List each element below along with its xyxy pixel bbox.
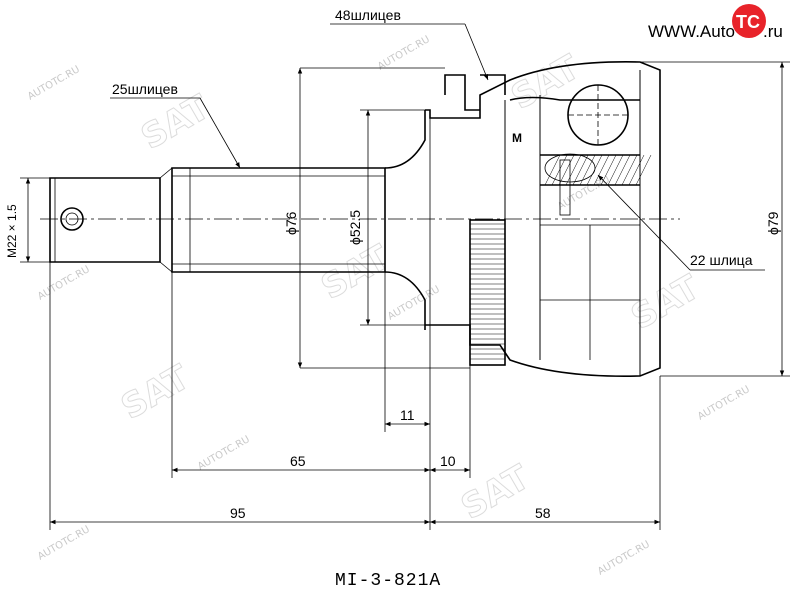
label-22-splines: 22 шлица bbox=[597, 174, 765, 271]
dim-len-11: 11 bbox=[384, 272, 431, 432]
svg-text:95: 95 bbox=[230, 505, 246, 521]
watermark-layer: SAT SAT SAT SAT SAT SAT AUTOTC.RU AUTOTC… bbox=[26, 34, 752, 578]
svg-text:ϕ52.5: ϕ52.5 bbox=[347, 210, 363, 245]
abs-ring bbox=[469, 219, 506, 366]
dim-dia-76: ϕ76 bbox=[283, 67, 470, 369]
marking-m: M bbox=[512, 131, 522, 145]
svg-text:25шлицев: 25шлицев bbox=[112, 81, 178, 97]
watermark-logo: SAT SAT SAT SAT SAT SAT bbox=[114, 47, 707, 529]
dim-len-95: 95 bbox=[49, 262, 430, 530]
svg-text:48шлицев: 48шлицев bbox=[335, 7, 401, 23]
svg-text:SAT: SAT bbox=[455, 457, 537, 528]
svg-text:58: 58 bbox=[535, 505, 551, 521]
svg-text:AUTOTC.RU: AUTOTC.RU bbox=[386, 284, 442, 323]
svg-text:AUTOTC.RU: AUTOTC.RU bbox=[696, 384, 752, 423]
brand-badge-circle bbox=[732, 4, 766, 38]
svg-text:SAT: SAT bbox=[625, 267, 707, 338]
svg-text:11: 11 bbox=[400, 407, 415, 423]
svg-text:ϕ79: ϕ79 bbox=[765, 211, 781, 235]
svg-text:AUTOTC.RU: AUTOTC.RU bbox=[376, 34, 432, 73]
cotter-pin-hole bbox=[60, 207, 84, 231]
dim-dia-79: ϕ79 bbox=[640, 61, 790, 377]
circlip bbox=[444, 74, 506, 111]
svg-text:65: 65 bbox=[290, 453, 306, 469]
dim-thread: M22 × 1.5 bbox=[5, 177, 50, 263]
svg-text:AUTOTC.RU: AUTOTC.RU bbox=[36, 524, 92, 563]
svg-text:TC: TC bbox=[736, 12, 760, 32]
svg-text:AUTOTC.RU: AUTOTC.RU bbox=[26, 64, 82, 103]
label-48-splines: 48шлицев bbox=[330, 7, 489, 81]
svg-text:AUTOTC.RU: AUTOTC.RU bbox=[36, 264, 92, 303]
svg-text:AUTOTC.RU: AUTOTC.RU bbox=[596, 539, 652, 578]
svg-text:M22 × 1.5: M22 × 1.5 bbox=[5, 204, 19, 258]
dim-len-10: 10 bbox=[429, 365, 471, 530]
svg-text:22 шлица: 22 шлица bbox=[690, 252, 753, 268]
threaded-stub bbox=[49, 167, 173, 273]
svg-text:ϕ76: ϕ76 bbox=[283, 211, 299, 235]
svg-text:AUTOTC.RU: AUTOTC.RU bbox=[196, 434, 252, 473]
dim-len-58: 58 bbox=[430, 376, 661, 530]
label-25-splines: 25шлицев bbox=[110, 81, 241, 169]
svg-text:10: 10 bbox=[440, 453, 456, 469]
svg-text:SAT: SAT bbox=[505, 47, 587, 118]
svg-text:.ru: .ru bbox=[763, 22, 783, 41]
dim-dia-52-5: ϕ52.5 bbox=[347, 109, 425, 326]
svg-text:WWW.Auto: WWW.Auto bbox=[648, 22, 735, 41]
svg-text:SAT: SAT bbox=[115, 357, 197, 428]
part-number: MI-3-821A bbox=[335, 571, 441, 591]
brand-logo: WWW.Auto TC .ru bbox=[648, 4, 783, 41]
dim-len-65: 65 bbox=[171, 272, 430, 478]
ball-cage bbox=[509, 84, 652, 216]
